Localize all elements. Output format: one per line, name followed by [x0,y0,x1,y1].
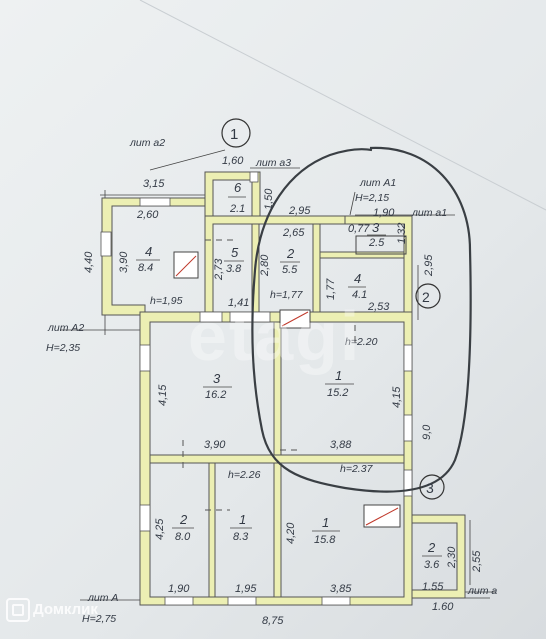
windows [100,171,413,606]
height-A: H=2,75 [82,613,116,625]
dim-4-20: 4,20 [285,522,297,544]
dim-4-40: 4,40 [83,251,95,273]
room-3b-area: 16.2 [205,389,226,401]
height-room-1-small: h=2.26 [228,469,261,481]
room-labels: 6 2.1 4 8.4 5 3.8 2 5.5 3 2.5 4 4.1 3 16… [138,180,440,571]
dim-2-30: 2,30 [446,546,458,569]
dim-1-32: 1,32 [396,223,408,244]
label-lit-a: лит а [467,585,497,597]
room-2a-area: 5.5 [282,264,298,276]
dim-1-41: 1,41 [228,297,249,309]
room-1a-number: 1 [335,368,342,383]
room-2a-number: 2 [286,246,295,261]
dim-3-85: 3,85 [330,583,352,595]
room-1b-number: 1 [239,512,246,527]
room-1c-number: 1 [322,515,329,530]
height-room-1-upper: h=2.20 [345,336,378,348]
dim-9-0: 9,0 [421,424,433,440]
room-3a-area: 2.5 [368,237,385,249]
section-marker-2: 2 [422,289,430,305]
label-lit-a2: лит а2 [129,137,165,149]
room-1a-area: 15.2 [327,387,348,399]
scan-line [139,0,546,211]
label-lit-a3: лит а3 [255,157,291,169]
door-lines [182,239,356,511]
room-6-area: 2.1 [229,203,245,215]
room-5-number: 5 [231,245,239,260]
room-5-area: 3.8 [226,263,242,275]
section-marker-circles [221,118,445,500]
height-A2: H=2,35 [46,342,80,354]
label-lit-A1: лит А1 [359,177,396,189]
dim-8-75: 8,75 [262,615,284,627]
dim-2-80: 2,80 [259,254,271,277]
dim-2-73: 2,73 [213,258,225,281]
dim-4-25: 4,25 [154,518,166,540]
dim-1-60-top: 1,60 [222,155,244,167]
room-1b-area: 8.3 [233,531,249,543]
domclick-watermark: Домклик [6,598,98,622]
room-6-number: 6 [234,180,242,195]
room-1c-area: 15.8 [314,534,336,546]
room-4b-area: 4.1 [352,289,367,301]
label-lit-A: лит А [87,592,118,604]
room-2b-number: 2 [179,512,188,527]
dim-3-15: 3,15 [143,178,165,190]
dim-2-55: 2,55 [471,550,483,573]
section-marker-1: 1 [230,126,238,143]
dim-4-15-left: 4,15 [157,384,169,406]
room-2c-number: 2 [427,540,436,555]
dim-2-60: 2,60 [136,209,159,221]
dim-3-90: 3,90 [204,439,226,451]
domclick-watermark-text: Домклик [33,600,98,618]
dim-1-60-bottom: 1.60 [432,601,454,613]
room-2b-area: 8.0 [175,531,191,543]
dim-0-77: 0,77 [348,223,370,235]
etagi-watermark: etagi [188,297,362,375]
height-room-1-lower: h=2.37 [340,463,374,475]
hand-drawn-circle [251,146,472,493]
dim-1-55: 1.55 [422,581,444,593]
height-room-2-top: h=1,77 [270,289,304,301]
dim-2-95-right: 2,95 [423,254,435,277]
room-2c-area: 3.6 [424,559,440,571]
dim-1-95-bottom: 1,95 [235,583,257,595]
height-room-4-left: h=1,95 [150,295,183,307]
dim-1-50: 1,50 [263,188,275,210]
stove-symbols [173,235,407,528]
label-lit-A2: лит А2 [47,322,84,334]
room-number-underlines [136,196,442,557]
room-4a-number: 4 [145,244,152,259]
horizontal-dimensions: 1,60 3,15 2,60 2,95 1,90 2,65 0,77 1,41 … [136,155,454,627]
room-4b-number: 4 [354,271,361,286]
dim-3-90-left: 3,90 [118,251,130,273]
room-4a-area: 8.4 [138,262,153,274]
dim-1-77-vertical: 1,77 [325,278,337,300]
label-lit-a1: лит а1 [411,207,447,219]
domclick-logo-icon [6,598,30,622]
dim-3-88: 3,88 [330,439,352,451]
dim-1-90-top: 1,90 [373,207,395,219]
dim-2-95: 2,95 [288,205,311,217]
dim-2-65: 2,65 [282,227,305,239]
vertical-dimensions: 1,50 1,32 4,40 3,90 2,73 2,80 1,77 2,95 … [83,188,483,573]
height-A1: H=2,15 [355,192,389,204]
section-marker-3: 3 [426,480,434,496]
room-3a-number: 3 [372,220,380,235]
room-3b-number: 3 [213,371,221,386]
dim-4-15-right: 4,15 [391,386,403,408]
dim-2-53: 2,53 [367,301,390,313]
dim-1-90-bottom: 1,90 [168,583,190,595]
